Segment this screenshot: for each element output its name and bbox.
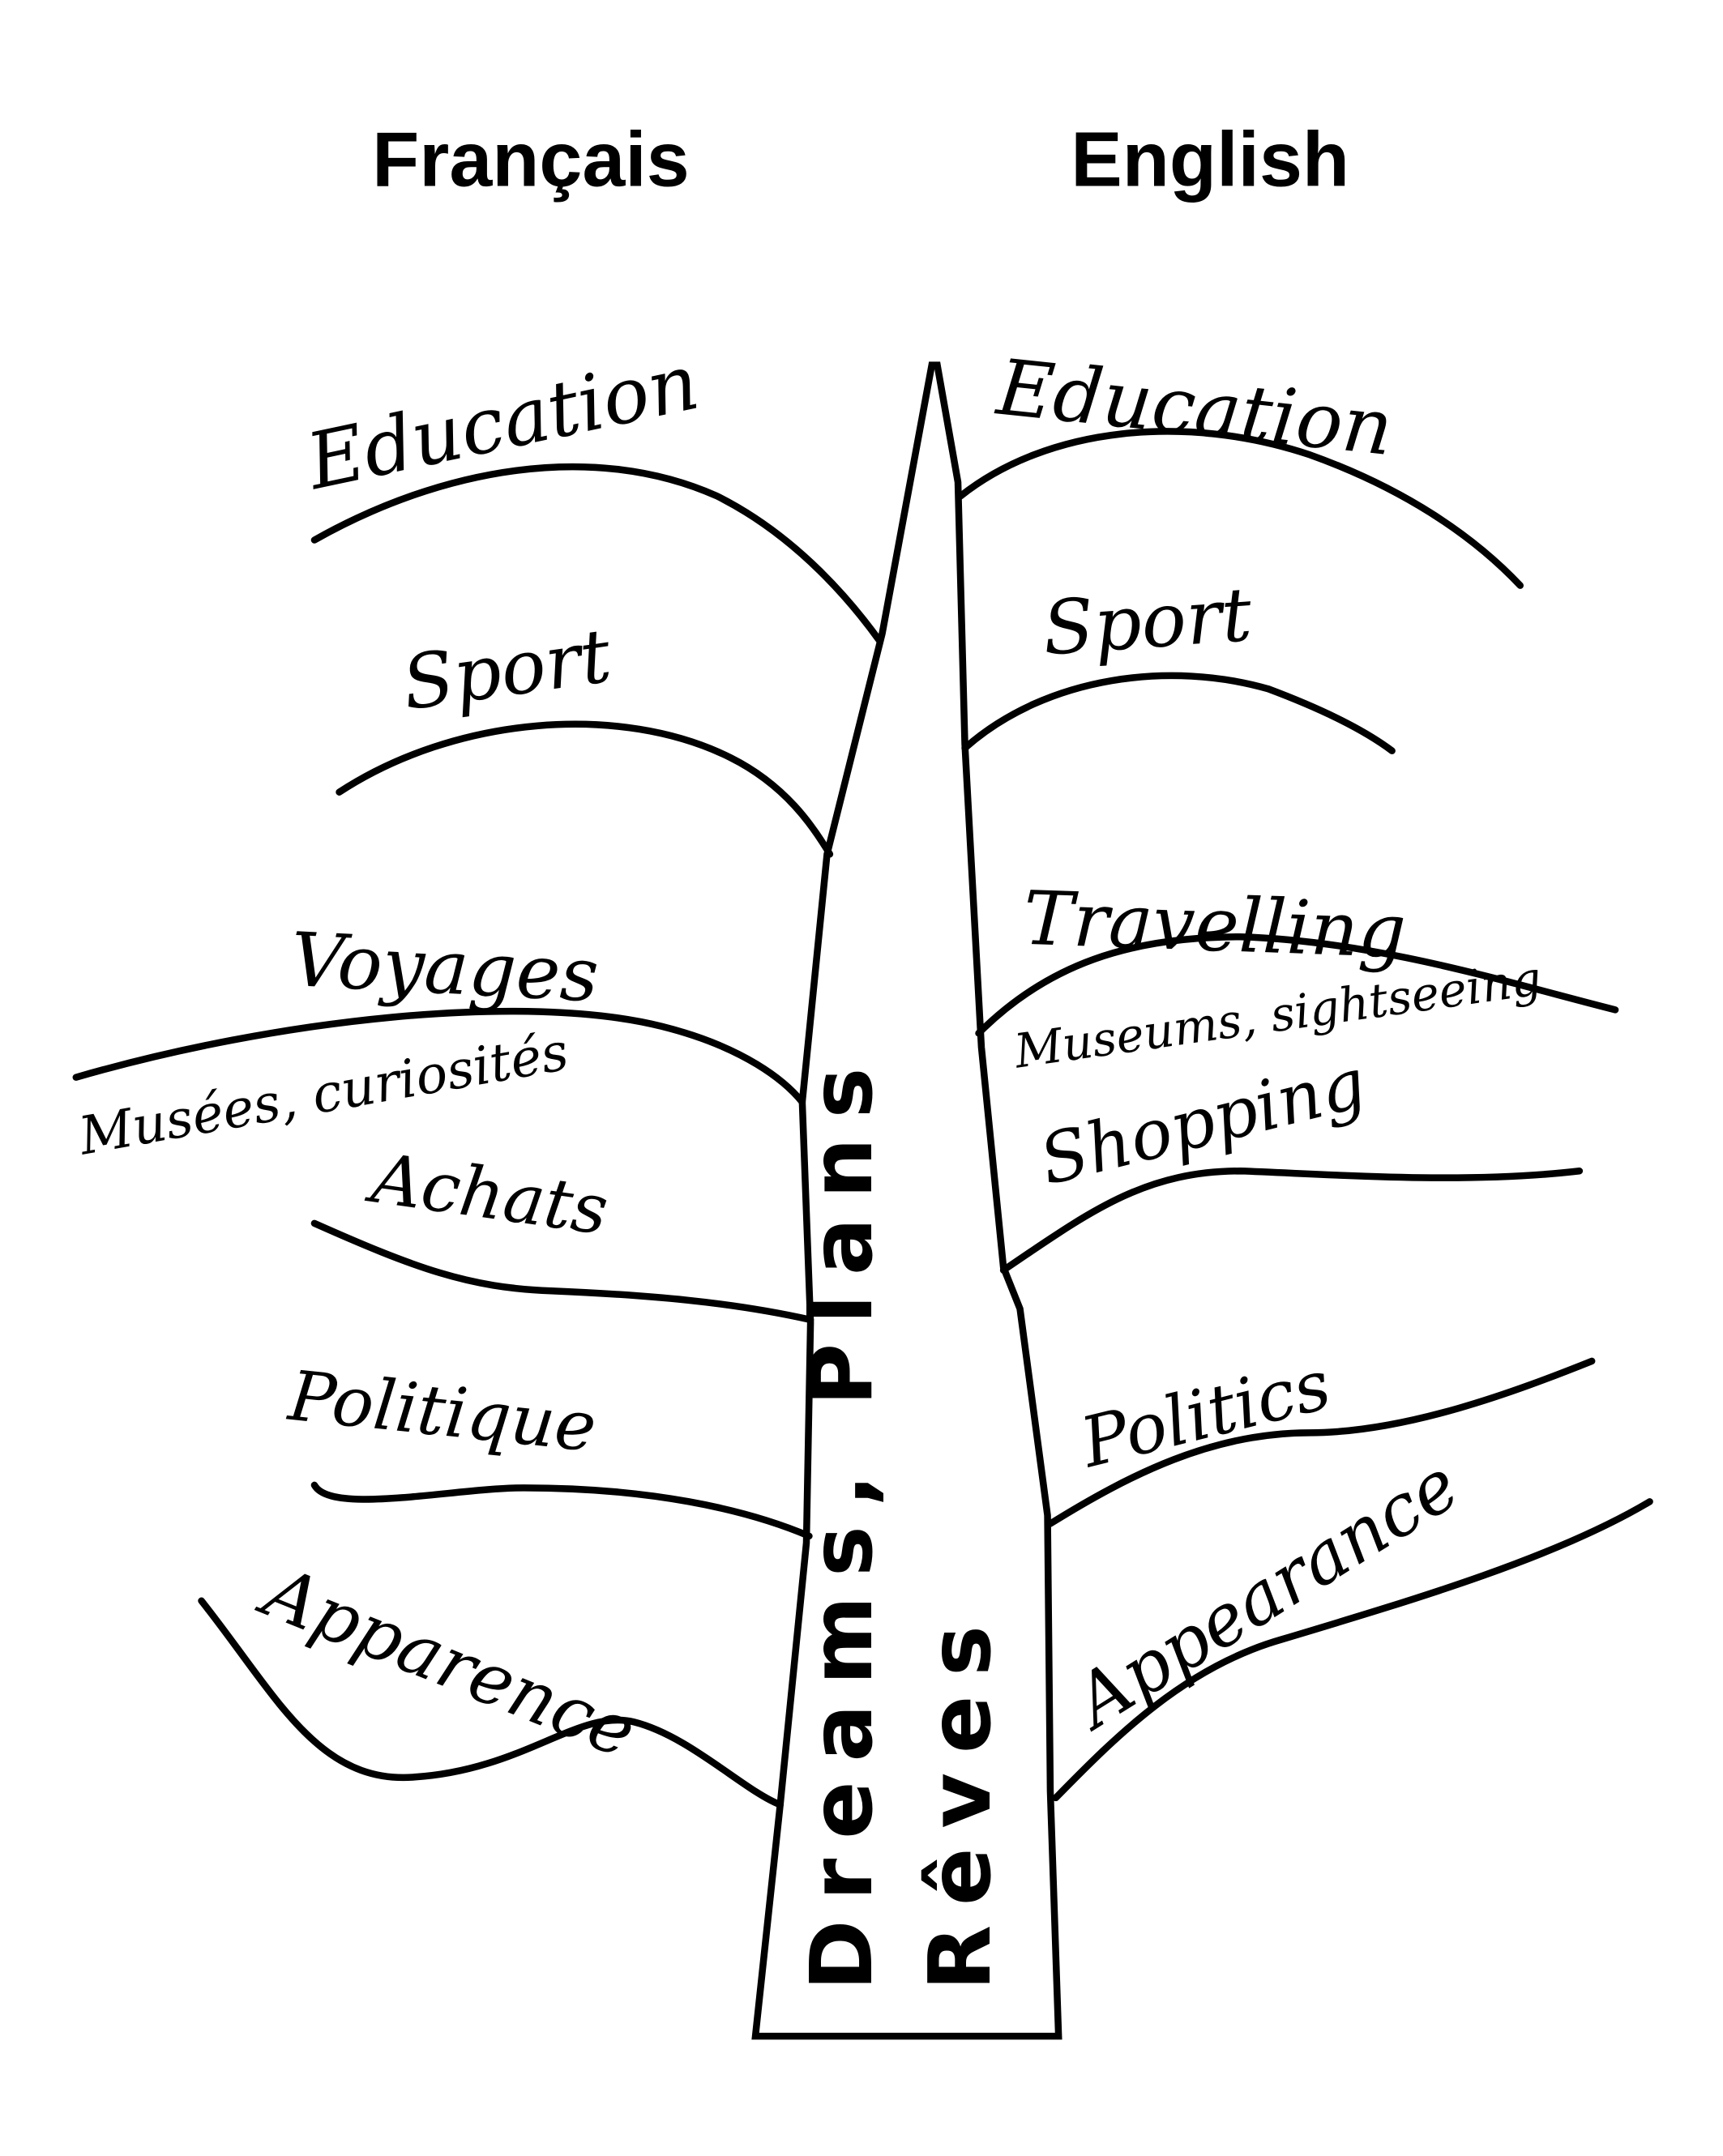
label-fr-musees-curiosites: Musées, curiosités	[74, 1022, 573, 1168]
label-fr-sport: Sport	[397, 612, 617, 727]
label-en-travelling: Travelling	[1022, 875, 1407, 975]
branch-en-politics	[1046, 1357, 1596, 1527]
header-francais: Français	[372, 117, 690, 203]
branch-fr-sport	[336, 720, 834, 858]
label-fr-apparence: Apparence	[248, 1548, 648, 1774]
trunk-label: Dreams, Plans Rêves	[792, 1048, 1010, 1991]
branch-fr-apparence	[198, 1597, 784, 1808]
branch-en-education	[957, 428, 1524, 589]
branch-en-sport	[961, 672, 1396, 754]
label-fr-achats: Achats	[361, 1138, 613, 1251]
label-fr-education: Education	[298, 338, 706, 508]
tree-trunk	[751, 361, 1062, 2040]
label-fr-voyages: Voyages	[289, 916, 601, 1019]
trunk-text-dreams-plans: Dreams, Plans	[792, 1048, 891, 1991]
label-en-politics: Politics	[1072, 1345, 1339, 1484]
label-fr-politique: Politique	[284, 1356, 600, 1468]
label-en-sport: Sport	[1040, 571, 1255, 672]
branch-en-shopping	[999, 1168, 1584, 1274]
header-english: English	[1071, 117, 1349, 203]
label-en-education: Education	[992, 343, 1397, 473]
branch-en-appearance	[1052, 1498, 1653, 1802]
trunk-text-reves: Rêves	[910, 1606, 1010, 1991]
branch-fr-politique	[310, 1481, 813, 1540]
branch-fr-voyages	[72, 1007, 806, 1106]
branch-fr-education	[310, 463, 883, 644]
branch-fr-achats	[310, 1219, 814, 1324]
branch-en-travelling	[975, 933, 1619, 1037]
